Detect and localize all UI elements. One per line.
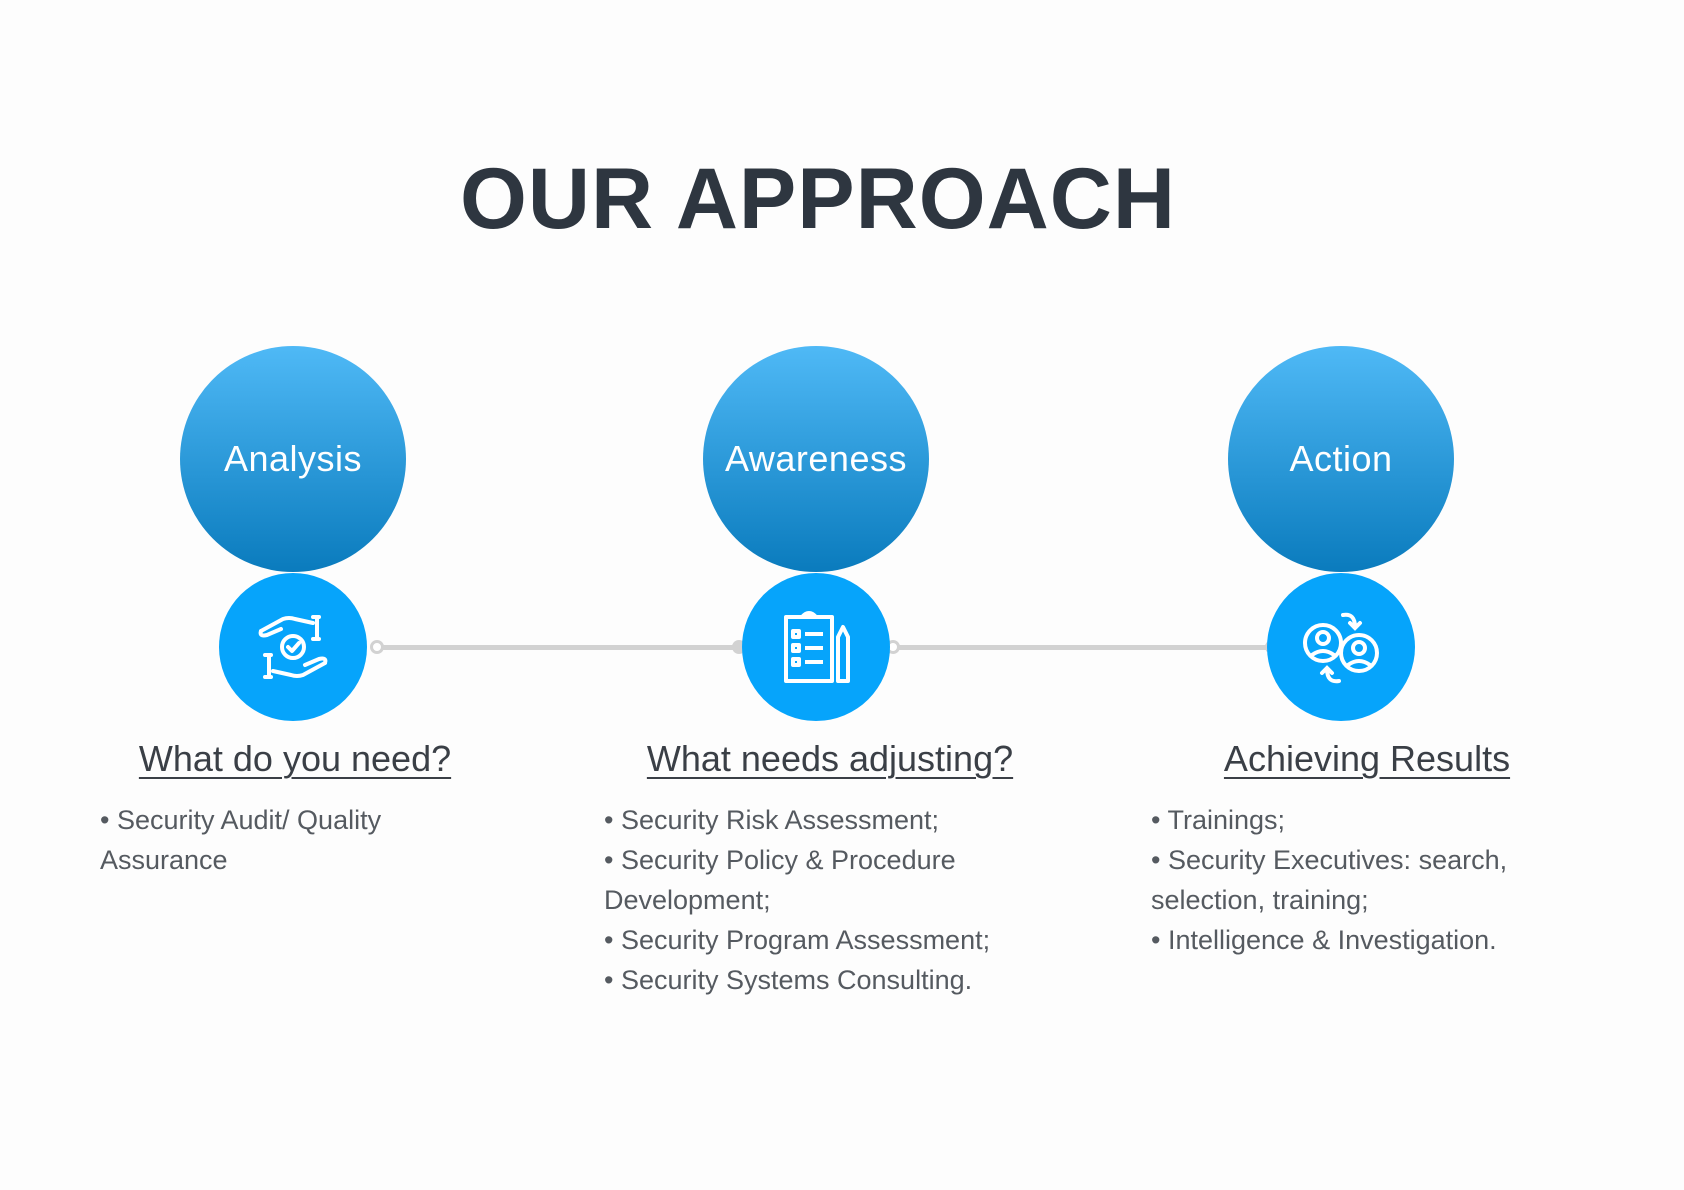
icon-circle-analysis: [219, 573, 367, 721]
hands-check-icon: [258, 615, 328, 679]
heading-what-do-you-need: What do you need?: [138, 738, 452, 779]
list-item: Security Policy & Procedure Development;: [604, 840, 1054, 920]
page-title: OUR APPROACH: [460, 151, 1176, 247]
clipboard-checklist-icon: [784, 611, 850, 683]
list-item: Intelligence & Investigation.: [1151, 920, 1581, 960]
list-item: Security Executives: search, selection, …: [1151, 840, 1581, 920]
step-circle-analysis: Analysis: [180, 346, 406, 572]
list-item: Trainings;: [1151, 800, 1581, 840]
list-item: Security Risk Assessment;: [604, 800, 1054, 840]
connector-line-2: [894, 645, 1272, 650]
icon-circle-action: [1267, 573, 1415, 721]
icon-circle-awareness: [742, 573, 890, 721]
heading-what-needs-adjusting: What needs adjusting?: [646, 738, 1014, 779]
action-list: Trainings; Security Executives: search, …: [1151, 800, 1581, 960]
step-circle-action: Action: [1228, 346, 1454, 572]
heading-achieving-results: Achieving Results: [1223, 738, 1511, 779]
people-exchange-icon: [1303, 612, 1379, 684]
connector-line-1: [376, 645, 739, 650]
connector-dot: [370, 640, 384, 654]
awareness-list: Security Risk Assessment; Security Polic…: [604, 800, 1054, 1000]
list-item: Security Program Assessment;: [604, 920, 1054, 960]
step-circle-awareness: Awareness: [703, 346, 929, 572]
list-item: Security Audit/ Quality Assurance: [100, 800, 460, 880]
analysis-list: Security Audit/ Quality Assurance: [100, 800, 460, 880]
list-item: Security Systems Consulting.: [604, 960, 1054, 1000]
